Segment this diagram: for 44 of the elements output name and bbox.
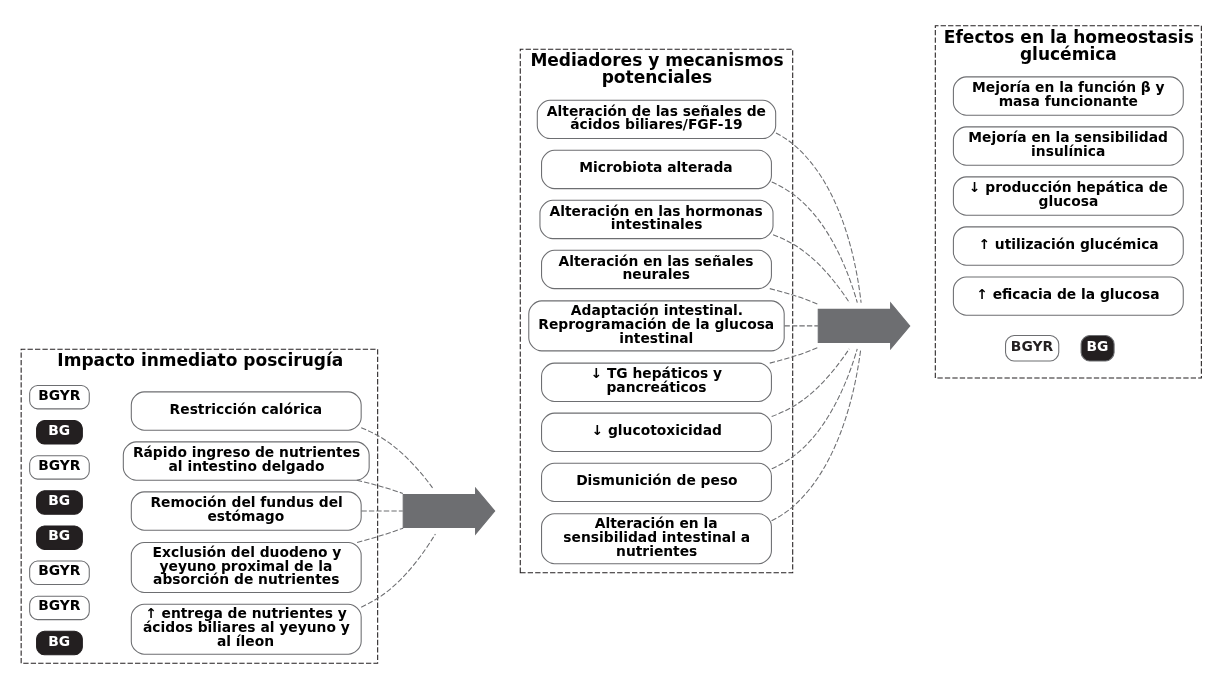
node-box: BG <box>36 525 83 550</box>
node-box: BG <box>36 630 83 656</box>
legend-label: BG <box>1086 337 1109 354</box>
node-box: Rápido ingreso de nutrientes al intestino delgado <box>122 441 370 481</box>
node-box: Alteración de las señales de ácidos biliares/FGF-19 <box>536 99 777 140</box>
node-box: BG <box>36 420 83 445</box>
node-box: ↑ entrega de nutrientes y ácidos biliares al yeyuno y al íleon <box>130 603 362 655</box>
node-box: Mejoría en la función β y masa funcionante <box>952 76 1184 116</box>
node-box: Dismunición de peso <box>541 462 772 502</box>
node-box: Alteración en las hormonas intestinales <box>539 199 774 240</box>
node-arrow <box>817 301 911 351</box>
connector <box>360 533 436 608</box>
connector <box>783 325 819 327</box>
node-box: BGYR <box>29 455 90 480</box>
node-box: Alteración en la sensibilidad intestinal a nutrientes <box>541 513 772 565</box>
connector <box>360 427 434 489</box>
node-box: ↑ utilización glucémica <box>952 226 1184 266</box>
node-box: Restricción calórica <box>130 391 362 431</box>
connector <box>771 348 858 470</box>
node-box: ↓ producción hepática de glucosa <box>952 176 1184 216</box>
connector <box>769 288 819 305</box>
node-box: BGYR <box>29 560 90 585</box>
node-box: BGYR <box>29 595 90 621</box>
node-box: BG <box>36 490 83 515</box>
node-box: BGYR <box>29 384 90 410</box>
connector <box>771 181 858 304</box>
node-box: ↓ TG hepáticos y pancreáticos <box>541 362 772 402</box>
connector <box>771 348 862 522</box>
connector <box>360 510 404 512</box>
connector <box>356 527 404 543</box>
node-box: Remoción del fundus del estómago <box>130 491 362 531</box>
node-box: Adaptación intestinal. Reprogramación de la glucosa intestinal <box>528 300 785 352</box>
node-box: ↑ eficacia de la glucosa <box>952 276 1184 316</box>
connector <box>771 348 850 418</box>
node-box: ↓ glucotoxicidad <box>541 412 772 452</box>
connector <box>356 479 404 494</box>
connector <box>772 234 851 304</box>
node-box: Exclusión del duodeno y yeyuno proximal de la absorción de nutrientes <box>130 541 362 593</box>
node-box: Mejoría en la sensibilidad insulínica <box>952 126 1184 166</box>
node-box: Alteración en las señales neurales <box>541 249 772 290</box>
connector <box>775 132 862 304</box>
node-arrow <box>402 486 496 536</box>
node-box: Microbiota alterada <box>541 149 772 190</box>
legend-label: BGYR <box>1010 337 1054 354</box>
